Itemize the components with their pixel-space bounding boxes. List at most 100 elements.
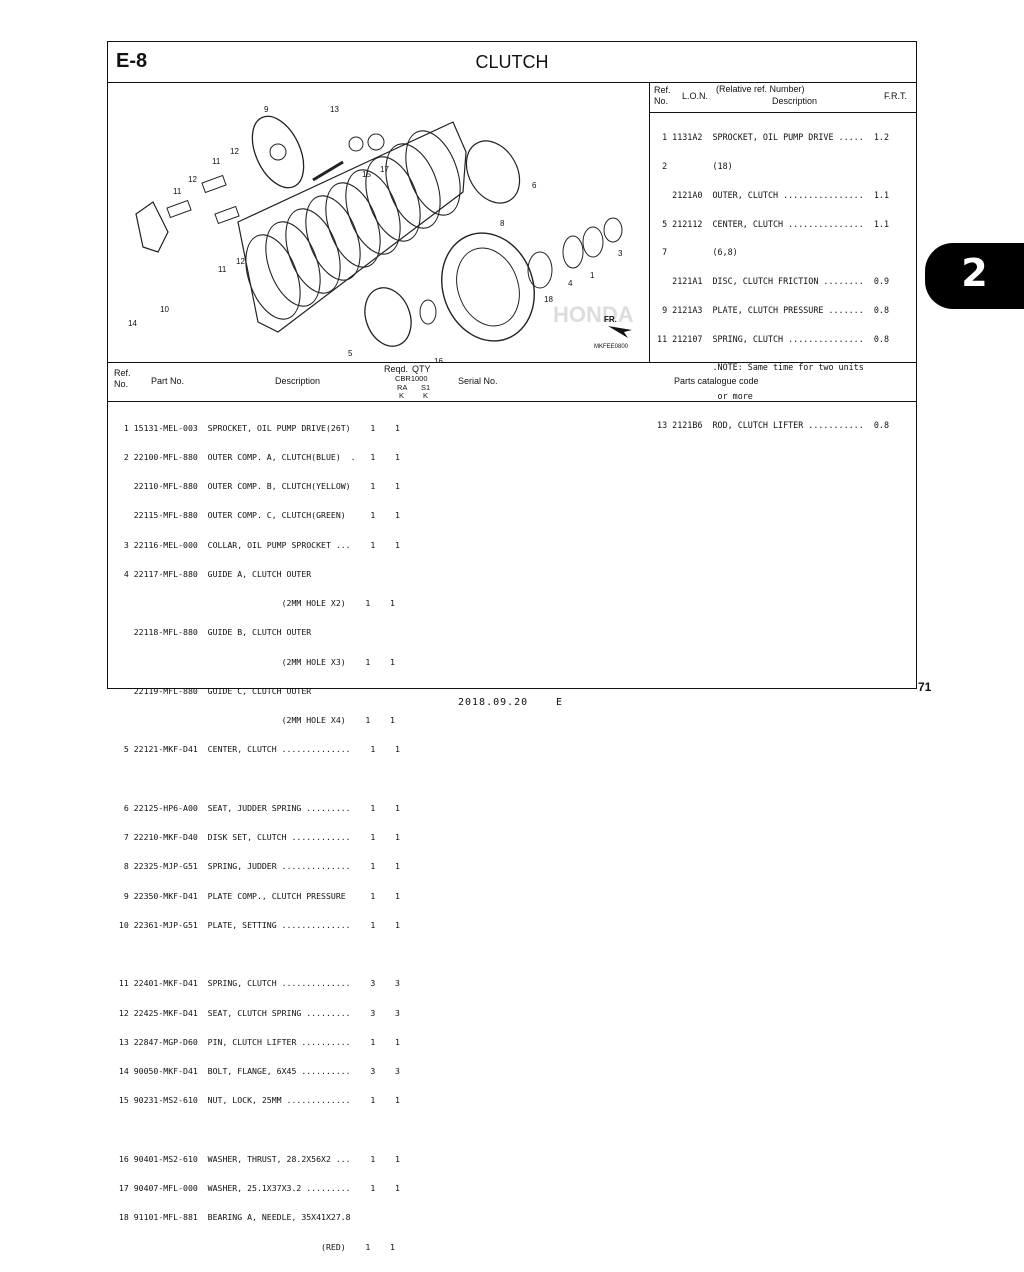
diagram-code: MKFEE0800 (594, 344, 629, 350)
frt-row: .NOTE: Same time for two units (652, 362, 864, 373)
page-header: E-8 CLUTCH (108, 42, 916, 83)
parts-row: (2MM HOLE X3) 1 1 (114, 656, 395, 667)
fr-label: FR. (604, 315, 617, 324)
parts-row: 4 22117-MFL-880 GUIDE A, CLUTCH OUTER (114, 568, 312, 579)
frt-rows: 1 1131A2 SPROCKET, OIL PUMP DRIVE ..... … (652, 114, 889, 450)
footer-date: 2018.09.20 (458, 697, 529, 708)
callout-16: 16 (434, 357, 443, 362)
callout-5: 5 (348, 349, 353, 358)
parts-row (114, 950, 400, 960)
frt-lon-header: L.O.N. (682, 91, 709, 101)
callout-6: 6 (532, 181, 537, 190)
parts-row: 15 90231-MS2-610 NUT, LOCK, 25MM .......… (114, 1095, 400, 1106)
frt-ref-header: Ref. No. (654, 85, 671, 106)
parts-row: 14 90050-MKF-D41 BOLT, FLANGE, 6X45 ....… (114, 1066, 400, 1076)
callout-10: 10 (160, 305, 169, 314)
parts-partno-header: Part No. (151, 376, 185, 386)
parts-row: 5 22121-MKF-D41 CENTER, CLUTCH .........… (114, 744, 400, 755)
frt-row: or more (652, 391, 753, 402)
parts-reqd-header: Reqd. (384, 364, 409, 374)
parts-row: 9 22350-MKF-D41 PLATE COMP., CLUTCH PRES… (114, 890, 400, 901)
section-code: E-8 (116, 50, 148, 72)
parts-row: (RED) 1 1 (114, 1241, 395, 1252)
callout-4: 4 (568, 279, 573, 288)
parts-row: (2MM HOLE X4) 1 1 (114, 715, 395, 725)
frt-row: 2121A0 OUTER, CLUTCH ................ 1.… (652, 189, 889, 200)
parts-row: 22119-MFL-880 GUIDE C, CLUTCH OUTER (114, 685, 312, 696)
parts-row: 7 22210-MKF-D40 DISK SET, CLUTCH .......… (114, 832, 400, 842)
parts-row: 22118-MFL-880 GUIDE B, CLUTCH OUTER (114, 627, 312, 638)
parts-ra-header: RA (397, 383, 408, 392)
parts-row (114, 775, 400, 785)
judder-seat-ring (465, 140, 521, 204)
frt-row: 2 (18) (652, 160, 733, 171)
footer-language: E (556, 697, 563, 708)
parts-row: 1 15131-MEL-003 SPROCKET, OIL PUMP DRIVE… (114, 422, 400, 433)
callout-12: 12 (230, 147, 239, 156)
parts-ref-header: Ref. No. (114, 368, 131, 389)
page-number: 71 (918, 680, 932, 694)
frt-row: 2121A1 DISC, CLUTCH FRICTION ........ 0.… (652, 276, 889, 287)
parts-s1-header: S1 (421, 383, 431, 392)
parts-k1-header: K (399, 391, 405, 400)
clutch-exploded-diagram: HONDA 9 13 15 17 12 11 12 11 11 12 14 10… (128, 105, 634, 374)
frt-row: 7 (6,8) (652, 247, 738, 258)
callout-3: 3 (618, 249, 623, 258)
parts-row: 11 22401-MKF-D41 SPRING, CLUTCH ........… (114, 978, 400, 989)
parts-catalogue-header: Parts catalogue code (674, 376, 759, 386)
clutch-center-shape (364, 287, 412, 347)
frt-row: 11 212107 SPRING, CLUTCH ...............… (652, 333, 889, 344)
front-arrow-icon (608, 326, 632, 338)
callout-17: 17 (380, 165, 389, 174)
exploded-view-illustration: HONDA 9 13 15 17 12 11 12 11 11 12 14 10… (108, 82, 650, 374)
parts-row: (2MM HOLE X2) 1 1 (114, 598, 395, 608)
parts-desc-header: Description (275, 376, 321, 386)
frt-desc-header: Description (772, 96, 818, 106)
page-title: CLUTCH (475, 52, 549, 72)
parts-row: 22115-MFL-880 OUTER COMP. C, CLUTCH(GREE… (114, 510, 400, 521)
callout-11c: 11 (218, 265, 227, 274)
watermark-text: HONDA (553, 302, 634, 327)
parts-row: 13 22847-MGP-D60 PIN, CLUTCH LIFTER ....… (114, 1036, 400, 1047)
parts-serial-header: Serial No. (458, 376, 498, 386)
callout-15: 15 (362, 170, 371, 179)
parts-row: 18 91101-MFL-881 BEARING A, NEEDLE, 35X4… (114, 1212, 351, 1223)
callout-12b: 12 (188, 175, 197, 184)
parts-row: 17 90407-MFL-000 WASHER, 25.1X37X3.2 ...… (114, 1183, 400, 1193)
callout-9: 9 (264, 105, 269, 114)
parts-row: 6 22125-HP6-A00 SEAT, JUDDER SPRING ....… (114, 802, 400, 813)
frt-row: 9 2121A3 PLATE, CLUTCH PRESSURE ....... … (652, 304, 889, 315)
clutch-outer-shape (441, 232, 535, 342)
parts-row: 12 22425-MKF-D41 SEAT, CLUTCH SPRING ...… (114, 1007, 400, 1018)
frt-row: 5 212112 CENTER, CLUTCH ............... … (652, 218, 889, 229)
frt-desc-top-header: (Relative ref. Number) (716, 84, 805, 94)
callout-8: 8 (500, 219, 505, 228)
callout-18: 18 (544, 295, 553, 304)
frt-table-header: Ref. No. L.O.N. (Relative ref. Number) D… (650, 82, 916, 113)
frt-table: Ref. No. L.O.N. (Relative ref. Number) D… (650, 82, 916, 430)
frt-row: 1 1131A2 SPROCKET, OIL PUMP DRIVE ..... … (652, 132, 889, 143)
callout-11: 11 (212, 157, 221, 166)
frt-value-header: F.R.T. (884, 91, 908, 101)
parts-table-header: Ref. No. Part No. Description Reqd. QTY … (108, 363, 916, 402)
callout-13: 13 (330, 105, 339, 114)
parts-row: 22110-MFL-880 OUTER COMP. B, CLUTCH(YELL… (114, 481, 400, 491)
parts-row: 16 90401-MS2-610 WASHER, THRUST, 28.2X56… (114, 1153, 400, 1164)
section-tab-number: 2 (961, 251, 988, 295)
clutch-disk-stack (245, 130, 461, 320)
parts-qty-header: QTY (412, 364, 431, 374)
callout-12c: 12 (236, 257, 245, 266)
parts-model-header: CBR1000 (395, 374, 428, 383)
callout-14: 14 (128, 319, 137, 328)
parts-k2-header: K (423, 391, 429, 400)
parts-row (114, 1126, 400, 1136)
parts-rows: 1 15131-MEL-003 SPROCKET, OIL PUMP DRIVE… (114, 404, 400, 1272)
section-tab: 2 (925, 243, 1024, 309)
parts-row: 2 22100-MFL-880 OUTER COMP. A, CLUTCH(BL… (114, 451, 400, 462)
callout-1: 1 (590, 271, 595, 280)
catalogue-page-frame: E-8 CLUTCH (107, 41, 917, 1251)
disk-set-outline (237, 121, 467, 333)
frt-row: 13 2121B6 ROD, CLUTCH LIFTER ...........… (652, 420, 889, 430)
parts-row: 8 22325-MJP-G51 SPRING, JUDDER .........… (114, 861, 400, 872)
pressure-plate-shape (251, 115, 305, 189)
